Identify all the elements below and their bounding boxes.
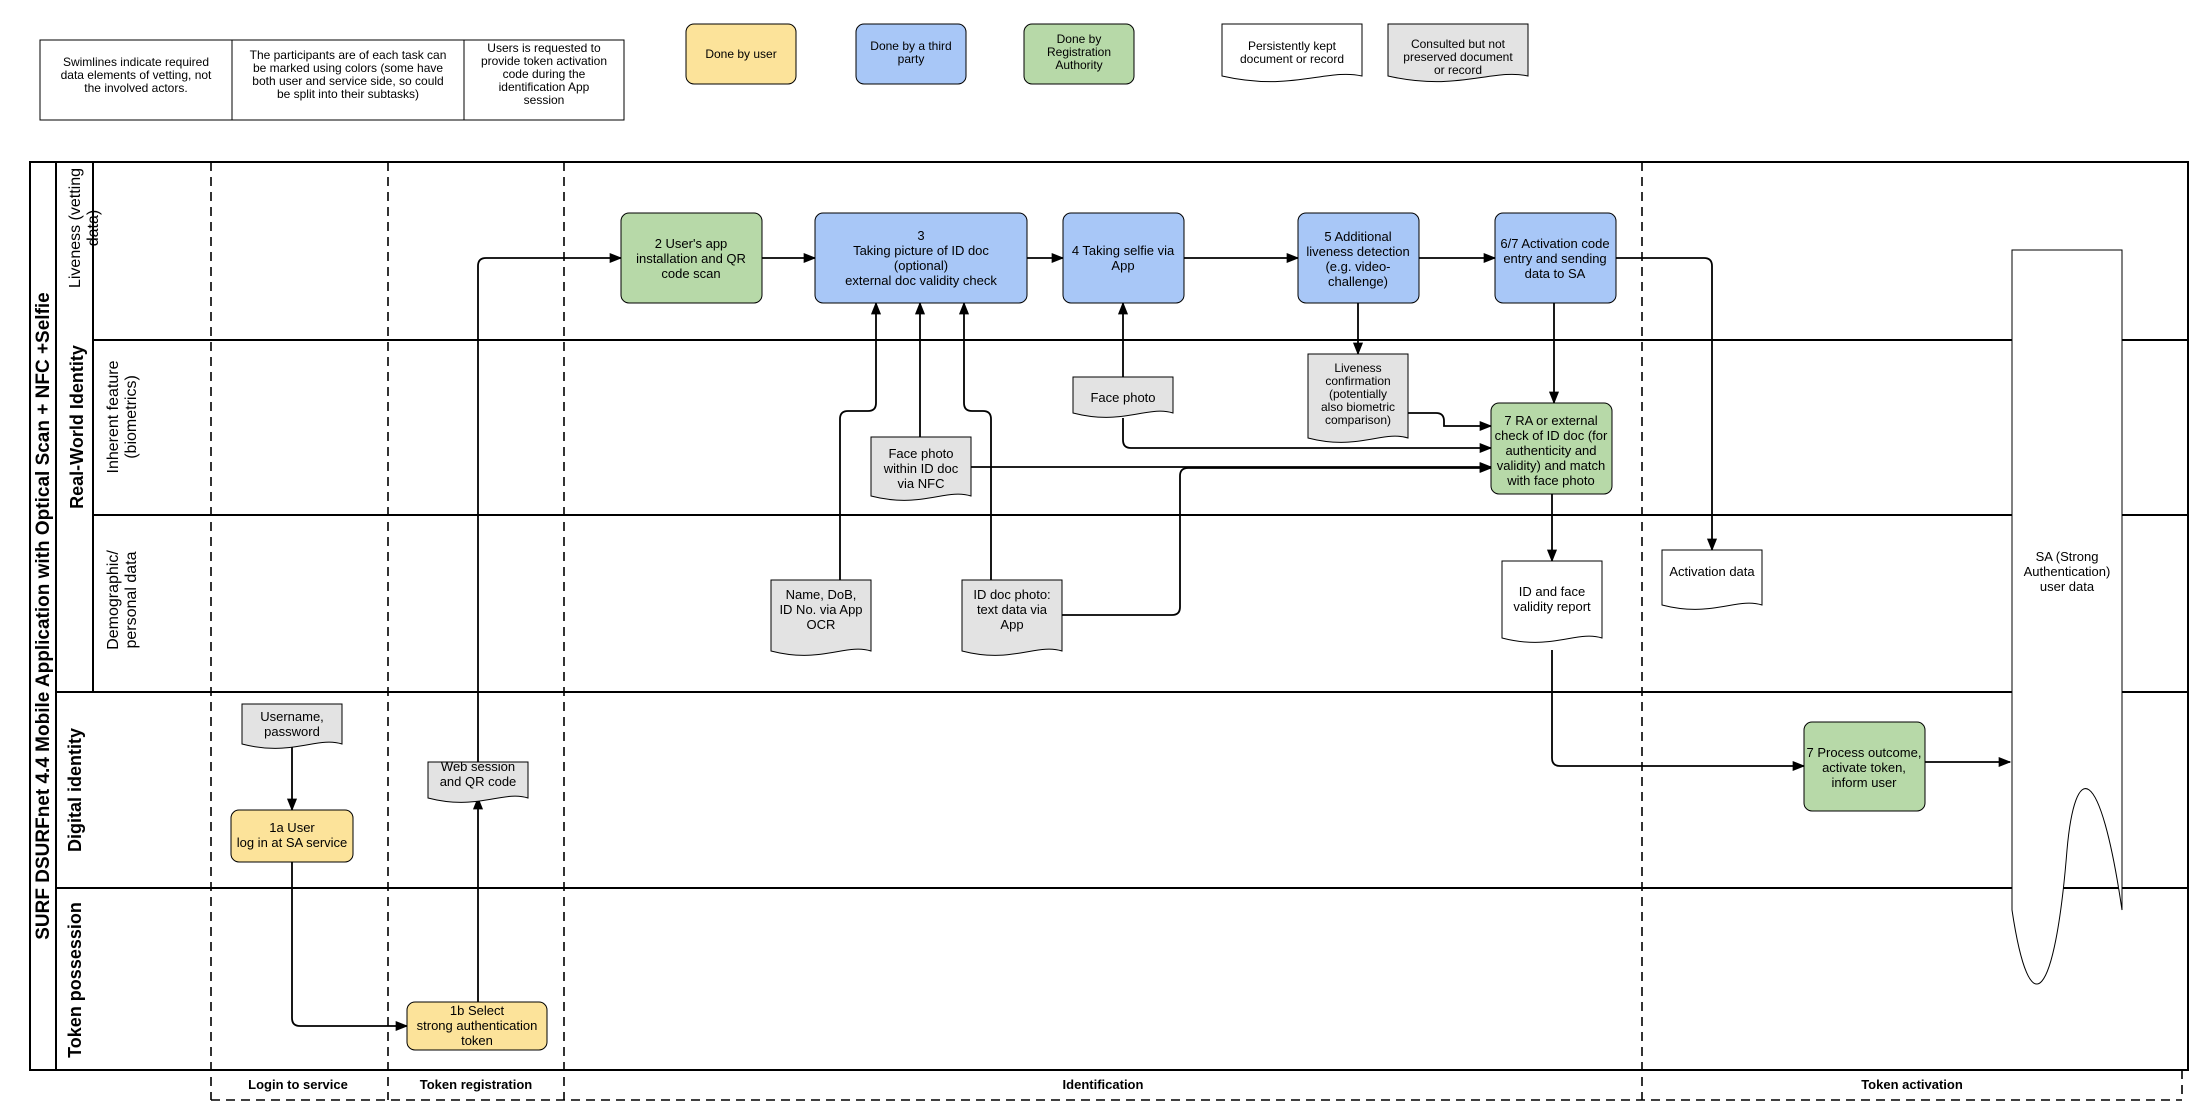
doc-username-password: Username,password — [241, 703, 343, 749]
phase-token-activation: Token activation — [1861, 1077, 1963, 1092]
svg-text:Activation data: Activation data — [1669, 564, 1755, 579]
arrow-iddoc-to-7ra — [1062, 462, 1493, 616]
svg-text:Face photo: Face photo — [1090, 390, 1155, 405]
task-7-process-outcome: 7 Process outcome,activate token,inform … — [1803, 721, 1926, 812]
arrow-iddoc-to-3 — [958, 301, 992, 580]
legend-user-swatch — [685, 23, 797, 85]
doc-face-photo: Face photo — [1072, 376, 1174, 418]
lane-demographic: Demographic/personal data — [105, 550, 140, 650]
phase-identification: Identification — [1063, 1077, 1144, 1092]
lane-inherent: Inherent feature(biometrics) — [105, 360, 140, 473]
legend-user-label: Done by user — [705, 47, 776, 61]
pool-title: SURF DSURFnet 4.4 Mobile Application wit… — [33, 292, 54, 940]
arrow-facephoto-to-7ra — [1122, 418, 1493, 454]
legend-ra-swatch — [1023, 23, 1135, 85]
lane-token-possession: Token possession — [65, 902, 85, 1058]
lane-real-world-identity: Real-World Identity — [67, 345, 87, 509]
phase-login: Login to service — [248, 1077, 348, 1092]
doc-activation-data: Activation data — [1661, 549, 1763, 610]
arrow-67-to-activation-data — [1616, 257, 1718, 552]
legend-kept-doc — [1221, 23, 1363, 83]
connectors — [286, 252, 2012, 1032]
lane-digital-identity: Digital identity — [65, 728, 85, 852]
arrow-1a-to-1b — [291, 862, 409, 1032]
lane-liveness: Liveness (vettingdata) — [67, 168, 102, 288]
legend-third-party-swatch — [855, 23, 967, 85]
legend-consulted-doc — [1387, 23, 1529, 83]
arrow-liveness-conf-to-7ra — [1408, 412, 1493, 432]
arrow-report-to-7p — [1551, 650, 1806, 772]
svg-text:7 Process outcome,activate tok: 7 Process outcome,activate token,inform … — [1807, 745, 1922, 790]
svg-text:Username,password: Username,password — [260, 709, 324, 739]
arrow-namedob-to-3 — [839, 301, 882, 580]
phase-separators — [210, 162, 2183, 1101]
phase-token-registration: Token registration — [420, 1077, 533, 1092]
arrow-websession-to-2 — [477, 252, 623, 762]
pool — [29, 161, 2189, 1071]
